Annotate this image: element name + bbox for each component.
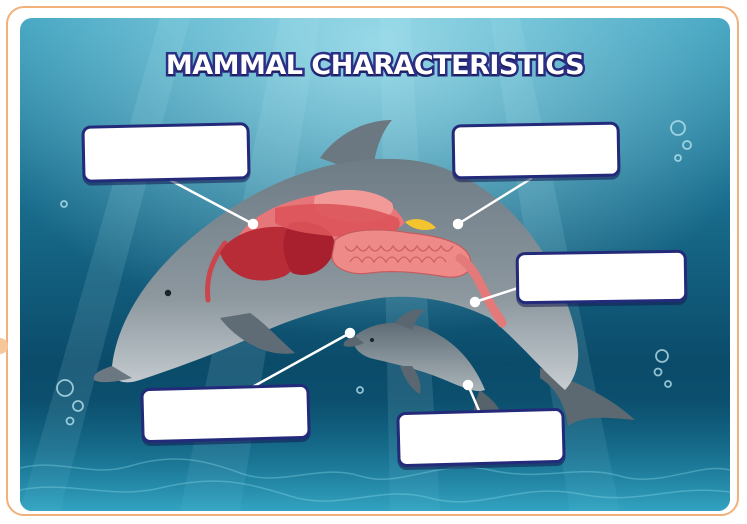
label-box-organs[interactable] xyxy=(81,122,250,183)
label-box-belly[interactable] xyxy=(516,250,688,304)
label-box-calf-body[interactable] xyxy=(396,408,565,467)
page-title: MAMMAL CHARACTERISTICS xyxy=(20,50,730,81)
label-box-calf-head[interactable] xyxy=(140,384,310,443)
label-box-skin[interactable] xyxy=(452,122,621,180)
